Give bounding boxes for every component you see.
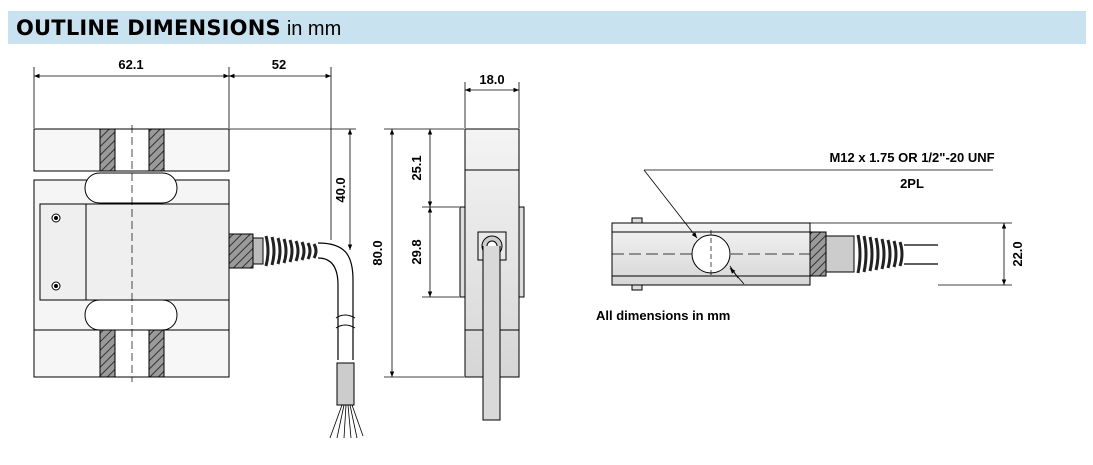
side-view bbox=[459, 128, 525, 421]
title-text: OUTLINE DIMENSIONS bbox=[16, 16, 281, 40]
front-bottom-hole-right bbox=[148, 329, 165, 378]
dim-22-0: 22.0 bbox=[1010, 241, 1025, 266]
bottom-view bbox=[611, 217, 938, 291]
thread-quantity: 2PL bbox=[900, 176, 924, 191]
front-lower-slot bbox=[84, 299, 178, 331]
front-strain-relief-spring bbox=[264, 235, 318, 267]
front-view bbox=[33, 125, 364, 439]
front-cable bbox=[317, 242, 354, 360]
front-top-hole-right bbox=[148, 128, 165, 172]
dim-18-0: 18.0 bbox=[479, 72, 504, 87]
cable-wires bbox=[329, 404, 364, 439]
dim-29-8: 29.8 bbox=[409, 239, 424, 264]
dim-80-0: 80.0 bbox=[370, 240, 385, 265]
bottom-strain-relief-spring bbox=[856, 234, 904, 274]
bottom-connector bbox=[809, 231, 827, 277]
thread-spec: M12 x 1.75 OR 1/2"-20 UNF bbox=[829, 150, 994, 165]
dim-40-0: 40.0 bbox=[333, 177, 348, 202]
side-cable bbox=[482, 246, 501, 421]
title-unit: in mm bbox=[286, 18, 342, 40]
dim-62-1: 62.1 bbox=[118, 57, 143, 72]
front-connector bbox=[228, 233, 254, 269]
front-top-hole-left bbox=[99, 128, 116, 172]
front-upper-slot bbox=[84, 172, 178, 204]
header-bar bbox=[8, 11, 1086, 44]
front-plate bbox=[39, 203, 230, 301]
front-dimension-lines bbox=[33, 67, 356, 250]
front-bottom-hole-left bbox=[99, 329, 116, 378]
dim-52: 52 bbox=[272, 57, 286, 72]
side-dimension-lines bbox=[384, 82, 520, 378]
all-dimensions-note: All dimensions in mm bbox=[596, 308, 730, 323]
bottom-dimension-lines bbox=[643, 169, 1012, 286]
dim-25-1: 25.1 bbox=[409, 155, 424, 180]
